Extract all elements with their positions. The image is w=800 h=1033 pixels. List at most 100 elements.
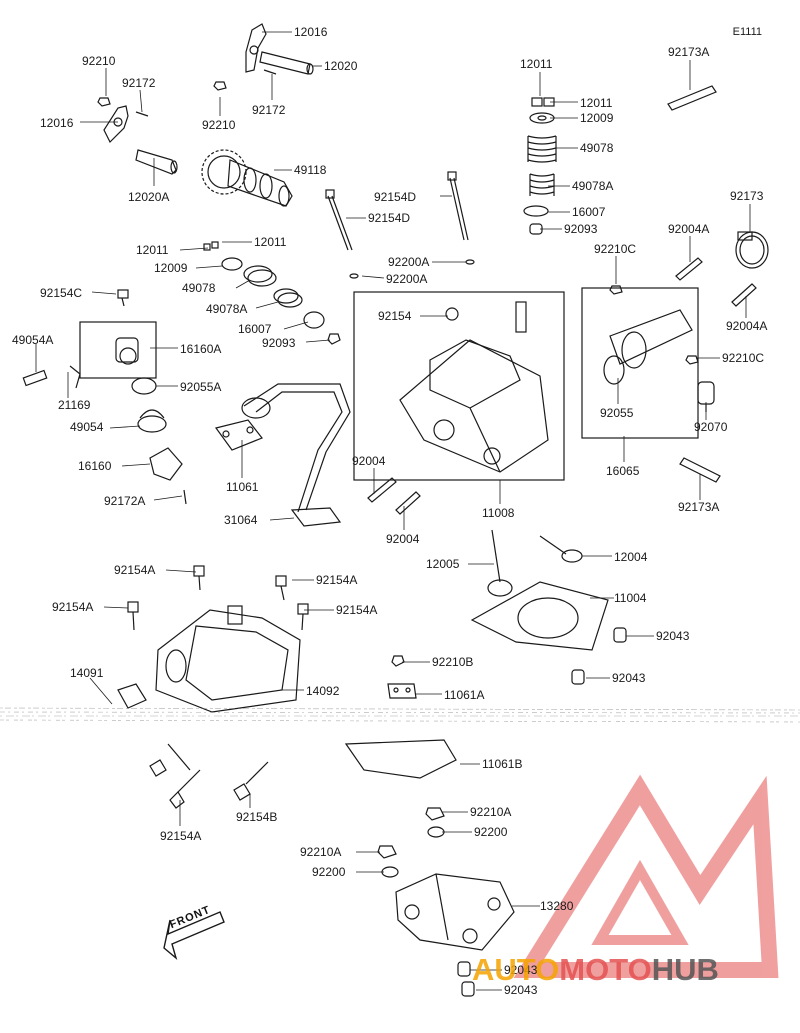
part-label: 12011: [254, 235, 287, 249]
part-label: 92004: [386, 532, 420, 546]
part-label: 92172A: [104, 494, 146, 508]
part-label: 49078A: [206, 302, 248, 316]
part-label: 92173A: [678, 500, 720, 514]
part-label: 92210C: [594, 242, 637, 256]
part-label: 92055A: [180, 380, 222, 394]
bolt-92154a-e: [149, 743, 191, 777]
nut-12011-left: [203, 241, 219, 251]
cylinder-gasket-11004: [470, 581, 609, 651]
part-label: 92093: [262, 336, 296, 350]
part-label: 92004: [352, 454, 386, 468]
part-label: 49078A: [572, 179, 614, 193]
part-label: 11004: [614, 591, 647, 605]
cylinder-head: [399, 339, 549, 473]
part-label: 92043: [656, 629, 690, 643]
part-label: 12020A: [128, 190, 170, 204]
bolt-92154a-b: [275, 575, 287, 601]
rocker-shaft-left: [135, 149, 178, 175]
nut-92210b: [391, 655, 405, 667]
spark-plug-adapter: [515, 301, 527, 333]
part-label: 92200: [312, 865, 346, 879]
dowel-92043-d: [461, 981, 475, 997]
intake-box: [581, 287, 699, 439]
part-label: 12009: [580, 111, 614, 125]
nut-92210c-a: [609, 285, 623, 295]
rocker-holder-13280: [395, 873, 515, 951]
intake-pipe: [609, 309, 693, 369]
clip-92004-b: [395, 491, 421, 515]
dowel-92043-b: [571, 669, 585, 685]
scan-noise-band: [0, 707, 800, 723]
bolt-92154a-c: [127, 601, 139, 631]
part-label: 92093: [564, 222, 598, 236]
valve-spring-inner-right: [529, 173, 555, 196]
front-arrow: [163, 911, 225, 960]
part-label: 16065: [606, 464, 640, 478]
valve-spring-outer-left: [243, 265, 277, 287]
bolt-92154b: [233, 761, 269, 801]
seat-92093-left: [327, 333, 341, 345]
part-label: 92172: [122, 76, 156, 90]
part-label: 21169: [58, 398, 91, 412]
valve-12004: [539, 535, 583, 563]
watermark-part-hub: HUB: [651, 952, 719, 987]
part-label: 92154D: [368, 211, 411, 225]
part-label: 92200A: [388, 255, 430, 269]
part-label: 14092: [306, 684, 340, 698]
valve-12005: [487, 529, 513, 597]
part-label: 92200: [474, 825, 508, 839]
part-label: 11061B: [482, 757, 523, 771]
stud-bolt-92154d-left: [325, 189, 353, 251]
stud-bolt-92154d-right: [447, 171, 469, 241]
part-label: 92043: [504, 963, 538, 977]
gasket-11061a: [387, 683, 417, 699]
dowel-92043-a: [613, 627, 627, 643]
part-label: 49054: [70, 420, 104, 434]
cylinder-head-box: [353, 291, 565, 481]
part-label: 92200A: [386, 272, 428, 286]
rocker-shaft-upper: [259, 51, 314, 75]
part-label: 92154A: [160, 829, 202, 843]
nut-92210c-b: [685, 355, 699, 365]
part-label: 12011: [580, 96, 613, 110]
part-label: 92004A: [726, 319, 768, 333]
part-label: 49078: [580, 141, 614, 155]
valve-spring-inner-left: [273, 288, 303, 308]
dowel-92043-c: [457, 961, 471, 977]
part-label: 92210C: [722, 351, 765, 365]
part-label: 92154A: [336, 603, 378, 617]
thermostat-housing-16160a: [79, 321, 157, 379]
part-label: 31064: [224, 513, 258, 527]
gasket-92055a: [131, 377, 157, 395]
part-label: 92004A: [668, 222, 710, 236]
spring-seat-right: [529, 223, 543, 235]
part-label: 92210: [82, 54, 116, 68]
part-label: 16160: [78, 459, 112, 473]
washer-92200-b: [381, 866, 399, 878]
bolt-92154a-d: [297, 603, 309, 631]
part-label: 92173: [730, 189, 764, 203]
clip-92004a-b: [731, 283, 757, 307]
part-label: 92154A: [114, 563, 156, 577]
watermark-brand: AUTOMOTOHUB: [472, 952, 719, 988]
leader-lines: [35, 31, 751, 991]
part-label: 13280: [540, 899, 574, 913]
watermark-part-moto: MOTO: [559, 952, 652, 987]
clip-92004a-a: [675, 257, 703, 281]
diagram-code: E1111: [732, 26, 762, 38]
part-label: 49054A: [12, 333, 54, 347]
clamp-92173: [735, 231, 769, 269]
part-label: 92210A: [470, 805, 512, 819]
pin-92172-mid: [263, 69, 277, 75]
thermostat-49054: [137, 409, 167, 433]
part-label: 49078: [182, 281, 216, 295]
pin-92172-left: [135, 111, 149, 117]
side-cover-14091: [117, 683, 147, 709]
part-label: 92172: [252, 103, 286, 117]
nut-92210a-b: [377, 845, 397, 859]
cylinder-head-cover-14092: [155, 605, 301, 713]
part-label: 12009: [154, 261, 188, 275]
watermark-part-auto: AUTO: [472, 952, 560, 987]
bolt-92154c: [117, 289, 129, 307]
